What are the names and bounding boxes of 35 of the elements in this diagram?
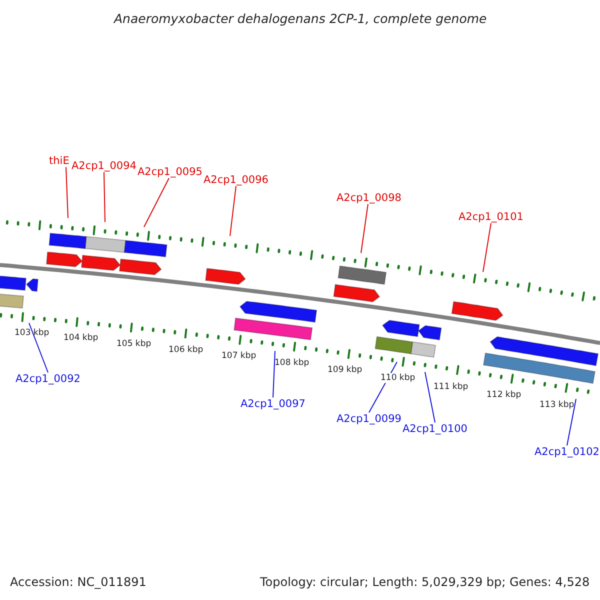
scale-label: 103 kbp: [14, 328, 50, 338]
leader-line: [482, 222, 492, 272]
leader-line: [360, 204, 368, 254]
leader-line: [66, 166, 68, 218]
gene-label: A2cp1_0096: [204, 174, 268, 186]
diagram-title: Anaeromyxobacter dehalogenans 2CP-1, complete genome: [114, 10, 487, 26]
gene-label: A2cp1_0101: [458, 210, 524, 224]
gene-label: A2cp1_0100: [402, 422, 468, 436]
scale-label: 106 kbp: [168, 345, 204, 356]
scale-label: 111 kbp: [434, 382, 468, 392]
gene-label: A2cp1_0102: [534, 446, 600, 458]
scale-label: 108 kbp: [274, 358, 310, 368]
footer-text: Topology: circular; Length: 5,029,329 bp; Genes: 4,528: [260, 575, 590, 590]
leader-line: [104, 172, 106, 222]
scale-label: 113 kbp: [540, 400, 574, 410]
leader-line: [230, 186, 236, 236]
scale-label: 112 kbp: [486, 390, 522, 400]
gene-label: A2cp1_0097: [240, 398, 306, 410]
leader-line: [28, 322, 48, 373]
leader-line: [566, 398, 576, 446]
scale-label: 110 kbp: [380, 373, 416, 384]
scale-label: 105 kbp: [116, 339, 152, 350]
leader-line: [144, 178, 170, 228]
leader-line: [424, 372, 436, 423]
scale-label: 107 kbp: [222, 351, 256, 362]
scale-label: 109 kbp: [328, 365, 362, 376]
gene-label: A2cp1_0099: [336, 412, 402, 426]
gene-label: A2cp1_0098: [336, 192, 402, 204]
gene-label: A2cp1_0095: [138, 166, 202, 178]
leader-line: [272, 350, 276, 398]
scale-label: 104 kbp: [64, 333, 98, 344]
footer-text: Accession: NC_011891: [10, 575, 146, 590]
gene-label: thiE: [49, 154, 70, 168]
gene-label: A2cp1_0092: [16, 372, 80, 386]
gene-label: A2cp1_0094: [72, 160, 136, 172]
